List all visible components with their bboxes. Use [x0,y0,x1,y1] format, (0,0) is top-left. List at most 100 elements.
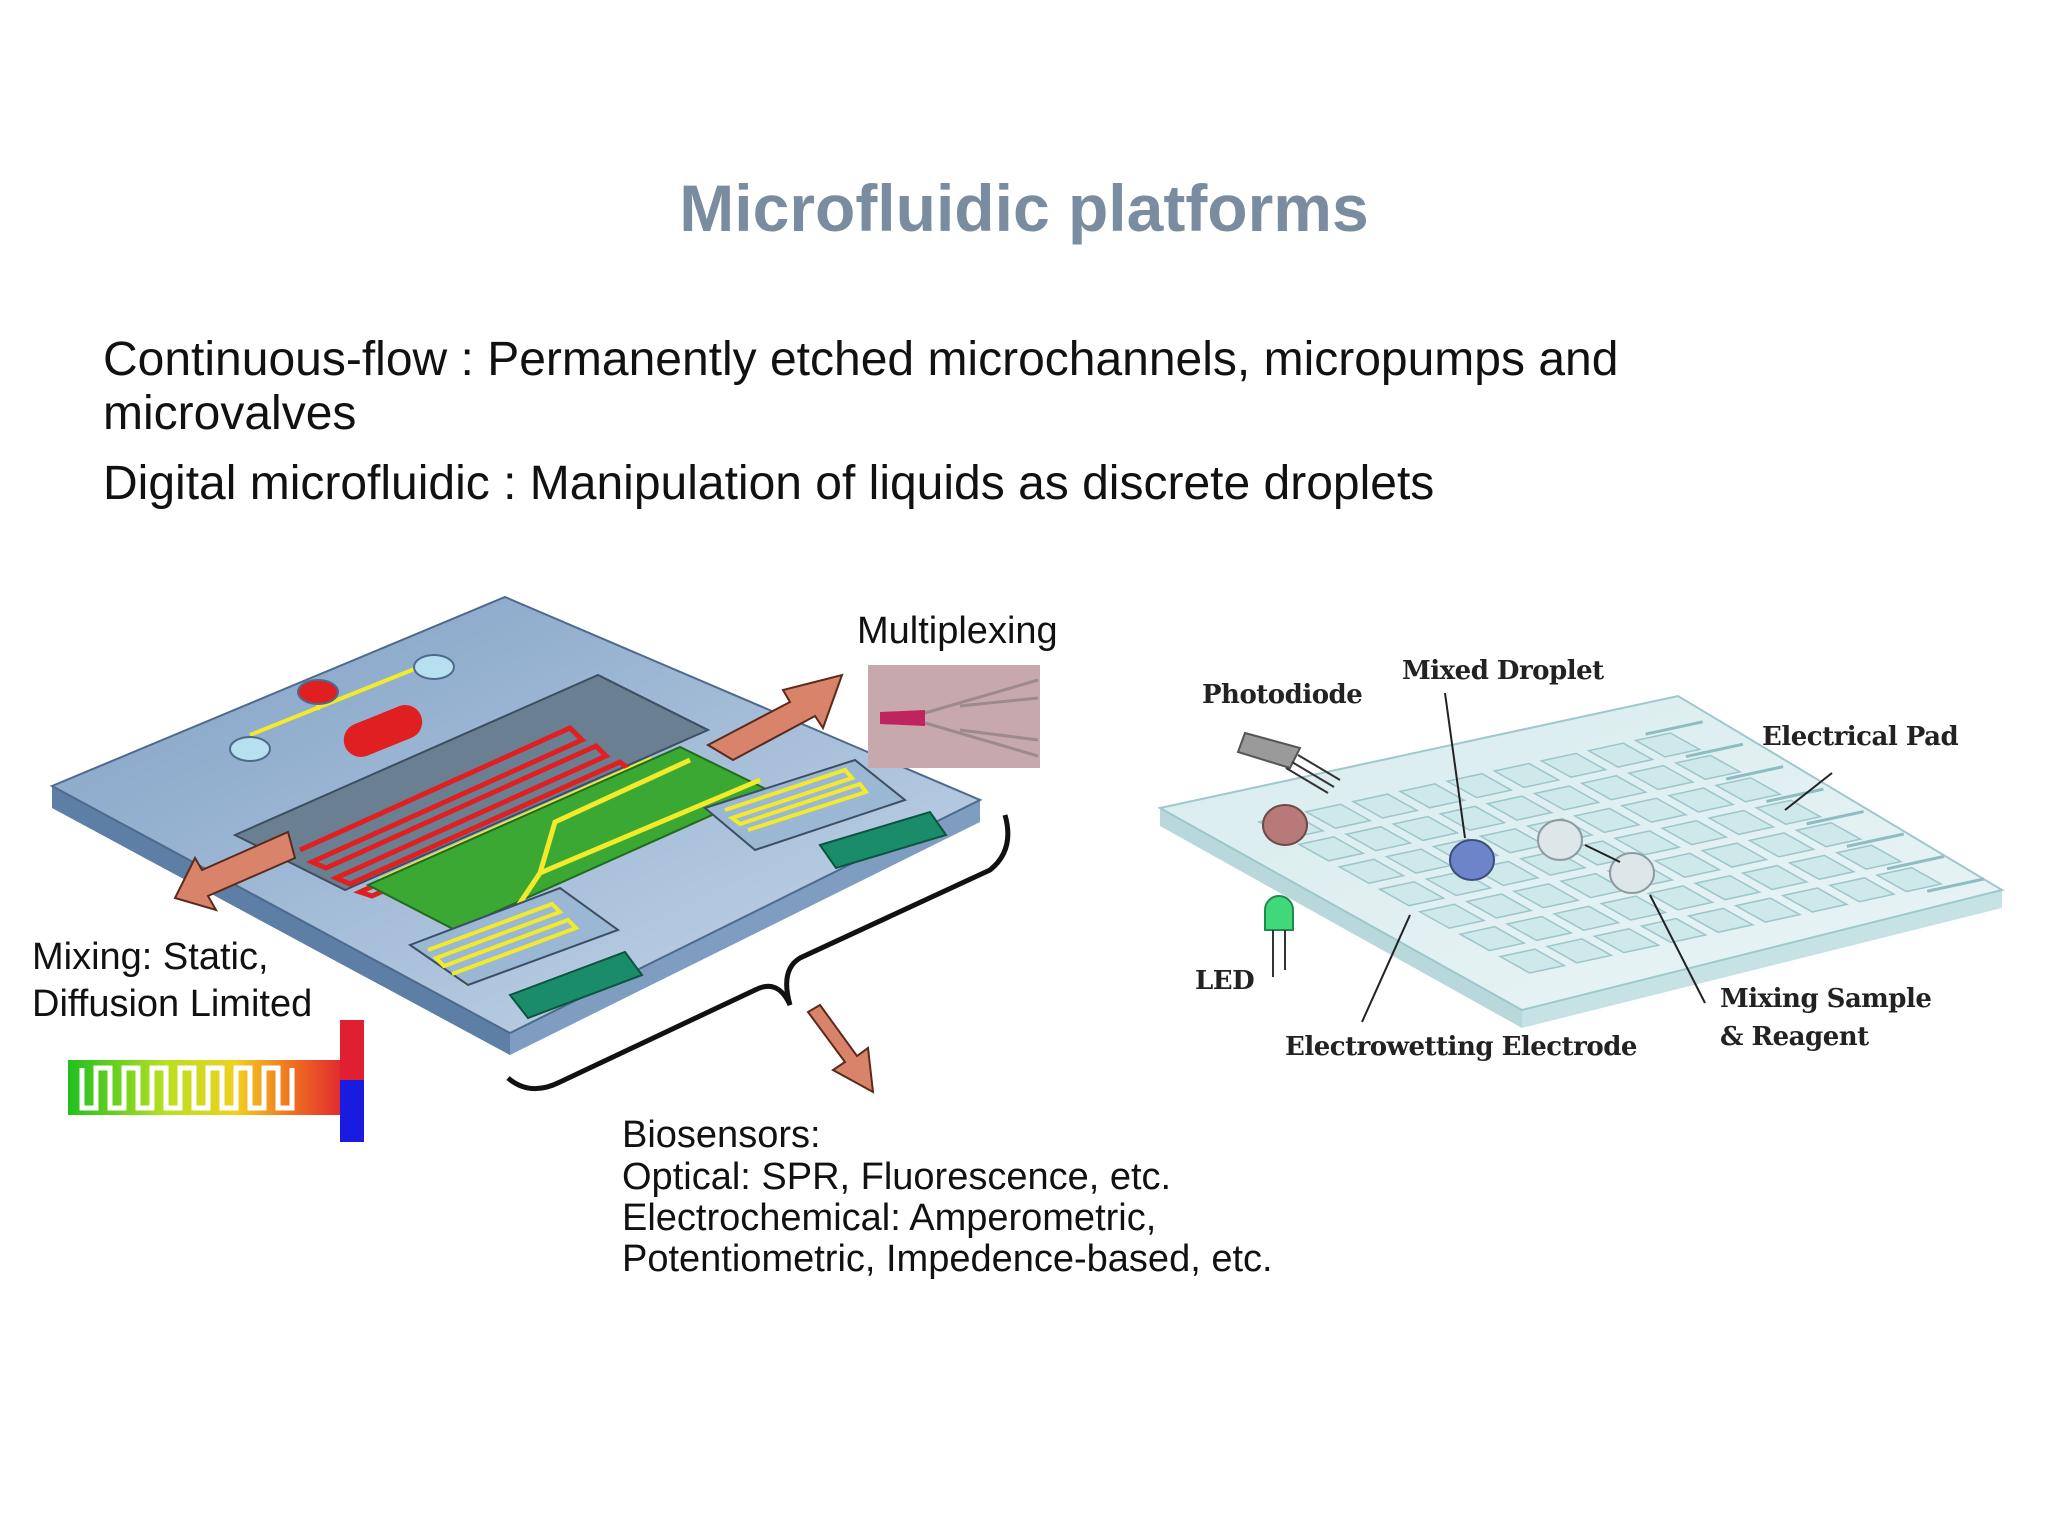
electrode-cell [1747,832,1816,858]
electrode-cell [1445,772,1514,799]
electrical-pad-line [1725,765,1784,781]
electrode-pad-bottom [508,950,644,1020]
electrical-pad-label: Electrical Pad [1762,722,1959,752]
electrode-cell [1619,797,1689,823]
electrode-pad-right [818,810,948,870]
electrode-cell [1337,858,1406,885]
reservoir-top-right [413,654,455,680]
electrode-cell [1417,903,1486,929]
electrode-cell [1686,907,1755,934]
glass-side-front [1160,808,1522,1028]
slide-title: Microfluidic platforms [679,171,1369,245]
detector-serpentine-bottom [427,901,580,976]
electrical-pad-line [1766,787,1824,803]
electrical-pad-line [1645,720,1703,736]
electrode-cell [1754,799,1823,826]
droplet-red [1262,804,1308,846]
multiplexing-thumbnail [868,665,1040,768]
biosensors-title: Biosensors: [622,1114,821,1156]
bullet-continuous-flow: Continuous-flow : Permanently etched mic… [103,333,1619,440]
electrode-cell [1700,842,1769,868]
electrode-cell [1660,819,1729,846]
electrode-cell [1780,887,1849,913]
biosensors-brace [506,814,1011,1091]
chip-side-right [510,800,980,1055]
mixing-sample-label-line2: & Reagent [1720,1022,1869,1052]
electrowetting-label: Electrowetting Electrode [1285,1032,1637,1062]
glass-side-right [1522,890,2002,1028]
electrode-cell [1639,917,1708,944]
electrical-pad-line [1886,855,1945,871]
electrode-cell [1834,844,1903,870]
reservoir-left [229,736,271,762]
reservoir-top-red [297,679,339,705]
digital-microfluidic-chip [1157,692,2005,1028]
electrode-cell [1693,874,1762,901]
electrode-cell [1740,864,1809,891]
detector-serpentine-right [724,767,870,832]
continuous-flow-chip [49,595,1040,1142]
electrode-cell [1666,787,1736,813]
electrode-cell [1794,821,1863,848]
electrode-cell [1438,805,1507,832]
droplet-clear-1 [1537,819,1583,861]
droplet-mixed-blue [1449,839,1495,881]
photodiode-label: Photodiode [1202,680,1363,710]
droplet-clear-2 [1609,852,1655,894]
electrical-pad-line [1846,832,1905,848]
electrode-cell [1592,927,1661,954]
electrode-cell [1787,854,1856,881]
biosensors-electrochemical: Electrochemical: Amperometric, [622,1197,1157,1239]
electrode-cell [1653,852,1722,878]
electrode-cell [1539,752,1608,779]
led-component [1264,895,1294,977]
electrode-cell [1586,742,1655,768]
bullet-digital-microfluidic: Digital microfluidic : Manipulation of l… [103,457,1435,510]
electrical-pad-line [1806,810,1864,826]
photodiode-component [1236,731,1341,794]
electrode-cell [1552,905,1621,931]
pointer-lines [1361,692,1833,1023]
mixed-droplet-label: Mixed Droplet [1402,656,1604,686]
electrode-cell [1707,809,1776,836]
chip-side-front [52,786,510,1055]
electrode-cell [1626,764,1695,791]
branching-channel-2 [537,757,692,874]
electrode-cell [1646,885,1715,911]
electrode-cell [1673,754,1743,781]
electrode-cell [1599,895,1668,921]
electrode-cell [1827,877,1897,903]
biosensors-optical: Optical: SPR, Fluorescence, etc. [622,1156,1172,1198]
led-label: LED [1195,966,1255,996]
electrode-cell [1464,893,1534,919]
electrode-cell [1398,783,1467,809]
electrode-cell [1579,775,1648,801]
mixing-label-line1: Mixing: Static, [32,936,269,978]
electrode-cell [1572,807,1641,834]
electrode-cell [1633,732,1702,758]
biosensors-potentiometric: Potentiometric, Impedence-based, etc. [622,1238,1273,1280]
serpentine-region [232,673,711,892]
mixing-label-line2: Diffusion Limited [32,983,313,1025]
arrow-mixing [173,830,297,912]
mixing-sample-label-line1: Mixing Sample [1720,984,1932,1014]
electrode-cell [1377,880,1446,907]
electrode-cell [1733,897,1802,923]
electrode-cell [1532,785,1601,811]
electrode-cell [1492,762,1561,789]
arrow-multiplexing [705,673,844,762]
electrode-cell [1424,870,1493,897]
electrode-cell [1344,825,1413,852]
electrode-cell [1545,938,1614,964]
electrode-cell [1351,793,1420,819]
electrode-cell [1391,815,1460,842]
electrode-cell [1612,830,1682,856]
electrode-cell [1303,803,1373,829]
electrode-cell [1714,777,1783,803]
electrode-cell [1297,836,1366,862]
electrode-cell [1498,948,1567,974]
upper-channel [249,660,433,737]
mixing-simulation-image [68,1020,364,1142]
mixing-chamber-red [343,705,423,757]
